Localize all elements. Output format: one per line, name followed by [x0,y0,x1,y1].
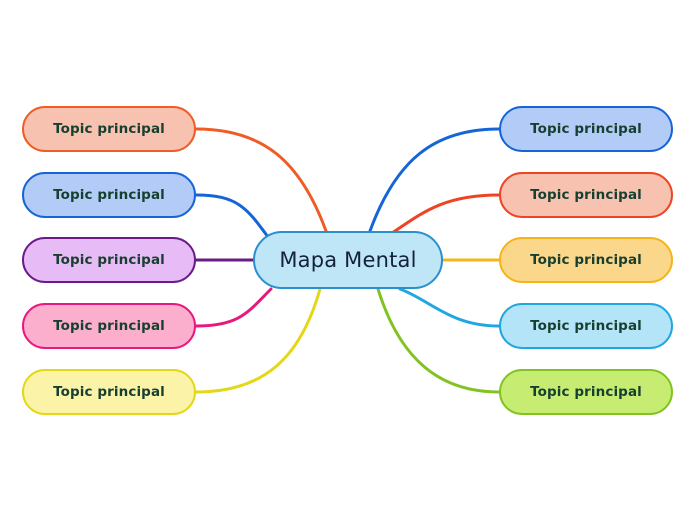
topic-node-left-3[interactable]: Topic principal [22,237,196,283]
topic-node-label: Topic principal [53,384,165,400]
topic-node-left-1[interactable]: Topic principal [22,106,196,152]
connector-left-5 [194,287,322,394]
topic-node-label: Topic principal [530,252,642,268]
topic-node-label: Topic principal [530,121,642,137]
topic-node-right-3[interactable]: Topic principal [499,237,673,283]
connector-right-5 [376,287,501,394]
topic-node-left-5[interactable]: Topic principal [22,369,196,415]
connector-left-2 [194,193,273,243]
topic-node-right-5[interactable]: Topic principal [499,369,673,415]
central-node[interactable]: Mapa Mental [253,231,443,289]
topic-node-label: Topic principal [530,187,642,203]
topic-node-left-4[interactable]: Topic principal [22,303,196,349]
central-node-label: Mapa Mental [279,248,417,272]
topic-node-right-1[interactable]: Topic principal [499,106,673,152]
topic-node-label: Topic principal [530,318,642,334]
topic-node-label: Topic principal [53,121,165,137]
topic-node-right-2[interactable]: Topic principal [499,172,673,218]
connector-right-1 [368,127,501,233]
topic-node-label: Topic principal [530,384,642,400]
topic-node-left-2[interactable]: Topic principal [22,172,196,218]
topic-node-label: Topic principal [53,252,165,268]
connector-left-4 [194,287,273,328]
topic-node-label: Topic principal [53,187,165,203]
topic-node-label: Topic principal [53,318,165,334]
connector-right-4 [398,287,501,328]
connector-left-1 [194,127,328,233]
topic-node-right-4[interactable]: Topic principal [499,303,673,349]
